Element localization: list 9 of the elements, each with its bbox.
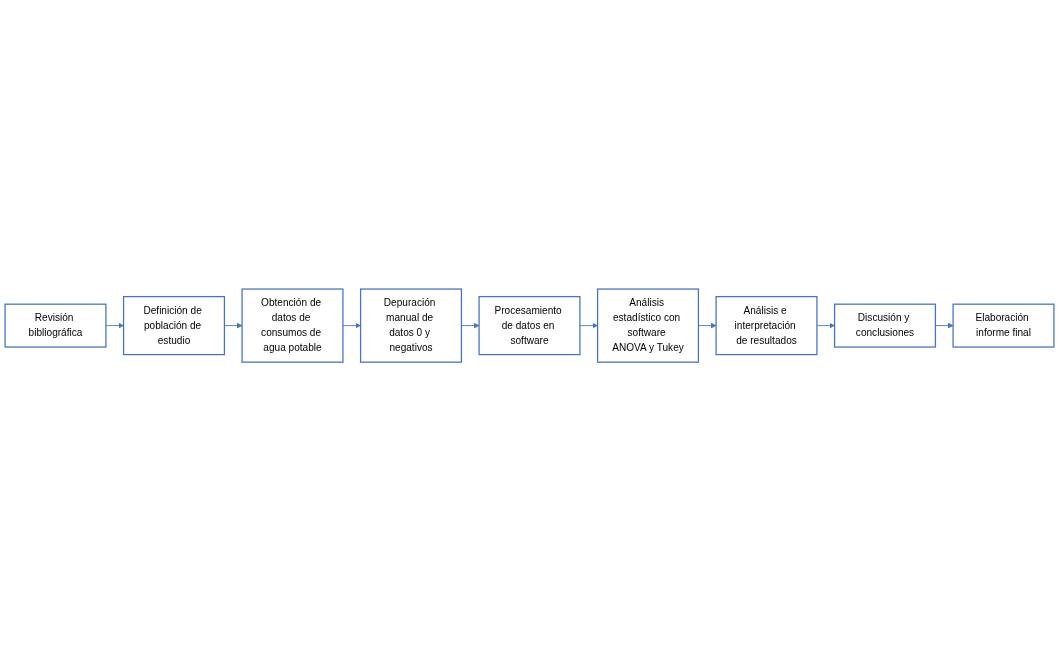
node-box: Análisis estadístico con software ANOVA y Tukey <box>596 288 700 364</box>
node-box: Revisión bibliográfica <box>4 303 107 349</box>
node-box: Elaboración informe final <box>952 303 1055 349</box>
node-box: Depuración manual de datos 0 y negativos <box>359 288 463 364</box>
node-box: Definición de población de estudio <box>122 296 226 356</box>
node-box: Obtención de datos de consumos de agua potable <box>241 288 344 364</box>
node-box: Procesamiento de datos en software <box>478 296 581 356</box>
node-box: Discusión y conclusiones <box>833 303 937 349</box>
node-box: Análisis e interpretación de resultados <box>715 296 818 356</box>
